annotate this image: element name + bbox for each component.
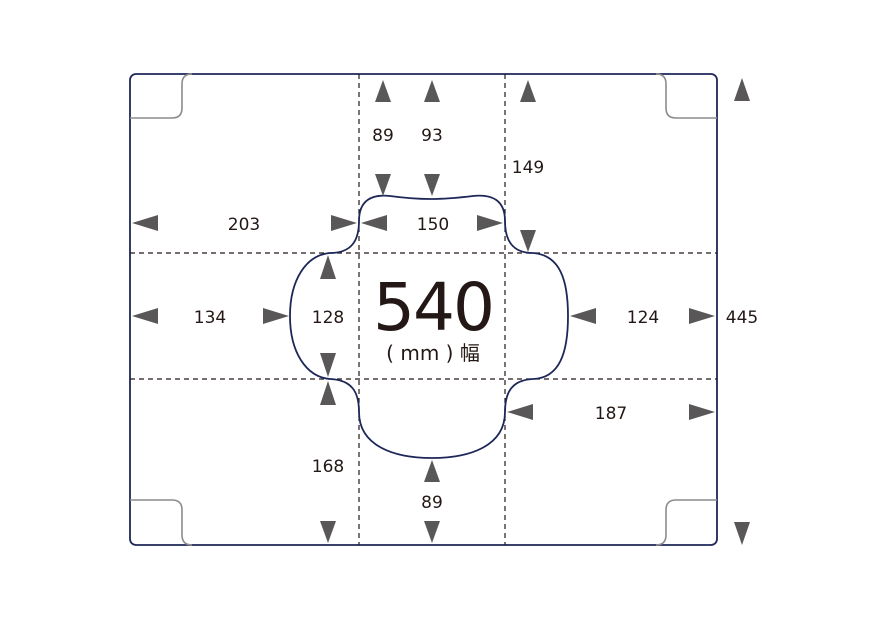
arrow-up	[320, 381, 336, 405]
arrow-up	[424, 80, 440, 102]
label-center-upper-width: 150	[417, 215, 449, 235]
arrow-right	[263, 308, 289, 324]
label-top-right-gap: 149	[512, 158, 544, 178]
overall-width-value: 540	[373, 269, 493, 346]
arrow-left	[361, 215, 387, 231]
label-right-lower-width: 187	[595, 404, 627, 424]
label-bottom-center-gap: 89	[421, 493, 443, 513]
dimension-arrows	[132, 78, 750, 545]
corner-guide-top-left	[130, 73, 193, 119]
arrow-down	[375, 174, 391, 196]
arrow-up	[375, 80, 391, 102]
arrow-down	[734, 522, 750, 545]
arrow-left	[132, 215, 158, 231]
corner-guide-bottom-left	[130, 499, 193, 546]
label-top-center-gap: 93	[421, 126, 443, 146]
label-right-middle-width: 124	[627, 308, 659, 328]
overall-width-unit: ( mm ) 幅	[386, 341, 480, 365]
arrow-right	[689, 308, 715, 324]
arrow-right	[689, 404, 715, 420]
center-cutout-shape	[289, 194, 569, 459]
label-left-upper-width: 203	[228, 215, 260, 235]
arrow-right	[331, 215, 357, 231]
label-left-lower-height: 168	[312, 457, 344, 477]
arrow-down	[320, 353, 336, 377]
arrow-down	[520, 230, 536, 252]
arrow-down	[424, 174, 440, 196]
label-left-middle-width: 134	[194, 308, 226, 328]
label-center-height: 128	[312, 308, 344, 328]
arrow-up	[424, 460, 440, 482]
arrow-right	[477, 215, 503, 231]
arrow-up	[734, 78, 750, 101]
arrow-up	[320, 255, 336, 279]
label-overall-height: 445	[726, 308, 758, 328]
label-top-left-gap: 89	[372, 126, 394, 146]
corner-guide-bottom-right	[655, 499, 717, 546]
arrow-down	[320, 521, 336, 543]
arrow-left	[570, 308, 596, 324]
arrow-left	[507, 404, 533, 420]
arrow-down	[424, 521, 440, 543]
arrow-left	[132, 308, 158, 324]
corner-guide-top-right	[655, 73, 717, 119]
arrow-up	[520, 80, 536, 102]
outer-frame	[129, 73, 718, 546]
